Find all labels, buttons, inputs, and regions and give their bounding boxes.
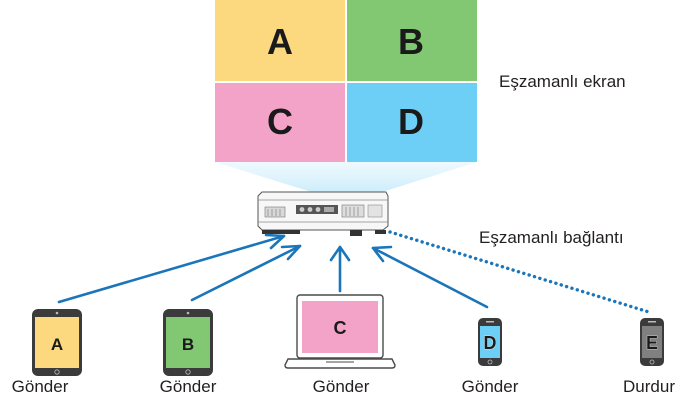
simultaneous-screen-label: Eşzamanlı ekran [499,72,626,91]
screen-quadrant-d-letter: D [398,101,424,142]
tablet-a-icon: A [32,309,82,376]
device-a-screen [35,317,79,368]
arrow-device-b [190,244,302,302]
device-e-action: Durdur [623,377,675,396]
device-c-screen [302,301,378,353]
device-b-letter: B [182,335,194,354]
device-e-letter: E [646,333,658,353]
screen-quadrant-d [346,82,477,162]
device-a-action: Gönder [11,377,69,396]
device-a-letter: A [51,335,63,354]
device-b-action: Gönder [159,377,217,396]
screen-quadrant-a [215,0,346,82]
screen-quadrant-c [215,82,346,162]
projection-beam [215,162,477,194]
arrow-device-c [329,245,351,293]
device-d-action: Gönder [461,377,519,396]
device-c-letter: C [334,318,347,338]
connection-lines [57,230,654,315]
projected-screen: A B C D [215,0,477,162]
screen-quadrant-b-letter: B [398,21,424,62]
phone-e-icon: E [640,318,664,366]
device-e-screen [642,326,662,358]
screen-quadrant-c-letter: C [267,101,293,142]
simultaneous-connection-label: Eşzamanlı bağlantı [479,228,624,247]
device-d-letter: D [484,333,497,353]
arrow-device-a [57,233,286,304]
arrow-device-d [371,245,489,309]
tablet-b-icon: B [163,309,213,376]
phone-d-icon: D [478,318,502,366]
device-c-action: Gönder [312,377,370,396]
screen-quadrant-b [346,0,477,82]
screen-quadrant-a-letter: A [267,21,293,62]
laptop-c-icon: C [284,294,396,369]
device-b-screen [166,317,210,368]
dotted-link-device-e [388,230,654,315]
projector-icon [257,191,389,236]
device-d-screen [480,326,500,358]
